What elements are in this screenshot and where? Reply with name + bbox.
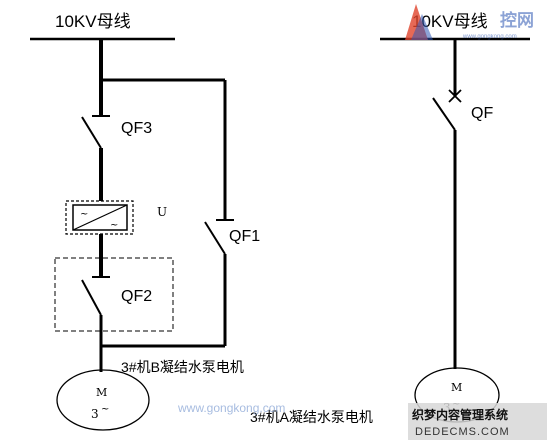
center-url-watermark: www.gongkong.com bbox=[177, 401, 285, 415]
right-bus-label: 10KV母线 bbox=[412, 12, 488, 31]
qf1-blade bbox=[204, 221, 226, 255]
dedecms-watermark: 织梦内容管理系统 DEDECMS.COM bbox=[408, 403, 547, 440]
motor-a-title: 3#机A凝结水泵电机 bbox=[250, 409, 373, 425]
motor-b-title: 3#机B凝结水泵电机 bbox=[121, 359, 244, 375]
qf-x-mark-b bbox=[448, 89, 462, 103]
qf2-blade bbox=[81, 279, 102, 316]
converter-ac-in-symbol: ~ bbox=[80, 209, 88, 220]
motor-b-circle bbox=[56, 369, 150, 431]
gongkong-logo-watermark: 控网 www.gongkong.com bbox=[405, 4, 534, 40]
qf-blade bbox=[432, 97, 456, 131]
qf3-blade bbox=[81, 116, 102, 149]
converter-diagonal bbox=[72, 204, 128, 231]
qf-label: QF bbox=[471, 105, 493, 122]
motor-a-symbol: M bbox=[451, 381, 462, 394]
converter-ac-out-symbol: ~ bbox=[110, 220, 118, 231]
qf2-label: QF2 bbox=[121, 288, 152, 305]
qf1-label: QF1 bbox=[229, 228, 260, 245]
dedecms-url-text: DEDECMS.COM bbox=[415, 426, 510, 438]
logo-url: www.gongkong.com bbox=[462, 34, 517, 40]
converter-label: U bbox=[157, 205, 167, 219]
motor-b-tilde: ~ bbox=[101, 404, 109, 415]
qf2-cabinet bbox=[54, 257, 174, 332]
dedecms-cn-text: 织梦内容管理系统 bbox=[412, 407, 508, 422]
left-bus-label: 10KV母线 bbox=[55, 12, 131, 31]
qf3-label: QF3 bbox=[121, 120, 152, 137]
motor-b-phase: 3 bbox=[91, 407, 99, 421]
converter-inner-box bbox=[72, 204, 128, 231]
motor-b-symbol: M bbox=[96, 386, 107, 399]
logo-text: 控网 bbox=[500, 10, 534, 30]
